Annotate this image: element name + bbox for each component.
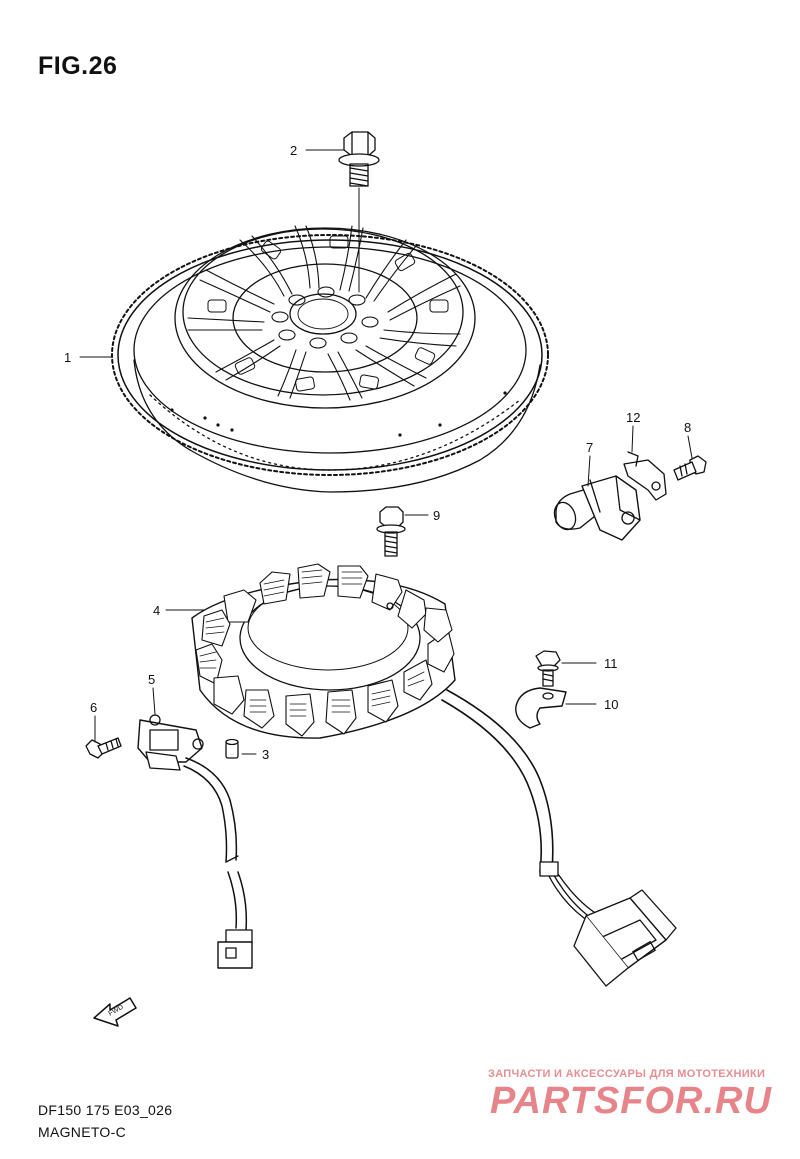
stator-harness [441,689,677,987]
callout-5: 5 [148,672,155,687]
stator-bolt [376,506,406,557]
dowel-pin [225,738,239,759]
leader-8 [687,435,693,459]
sensor-bracket [623,451,667,501]
leader-5 [152,687,156,715]
fwd-arrow-icon: FWD [93,997,137,1027]
watermark-logo: PARTSFOR.RU [490,1080,772,1122]
pulser-coil [137,714,253,969]
callout-6: 6 [90,700,97,715]
diagram-name: MAGNETO-C [38,1124,126,1140]
callout-10: 10 [604,697,618,712]
callout-9: 9 [433,508,440,523]
leader-7 [587,455,591,487]
callout-12: 12 [626,410,640,425]
flywheel-bolt [338,131,380,293]
pulser-screw [85,737,122,759]
diagram-code: DF150 175 E03_026 [38,1102,173,1118]
clamp-bolt [535,650,561,687]
stator [191,563,456,739]
callout-3: 3 [262,747,269,762]
callout-8: 8 [684,420,691,435]
callout-2: 2 [290,143,297,158]
callout-7: 7 [586,440,593,455]
watermark-tagline: ЗАПЧАСТИ И АКСЕССУАРЫ ДЛЯ МОТОТЕХНИКИ [488,1068,766,1080]
sensor-screw [673,455,707,481]
clamp [515,687,567,729]
callout-11: 11 [604,656,618,671]
callout-4: 4 [153,603,160,618]
leader-12 [631,425,634,453]
callout-1: 1 [64,350,71,365]
flywheel [111,225,549,493]
figure-title: FIG.26 [38,52,118,80]
sensor [553,475,641,541]
